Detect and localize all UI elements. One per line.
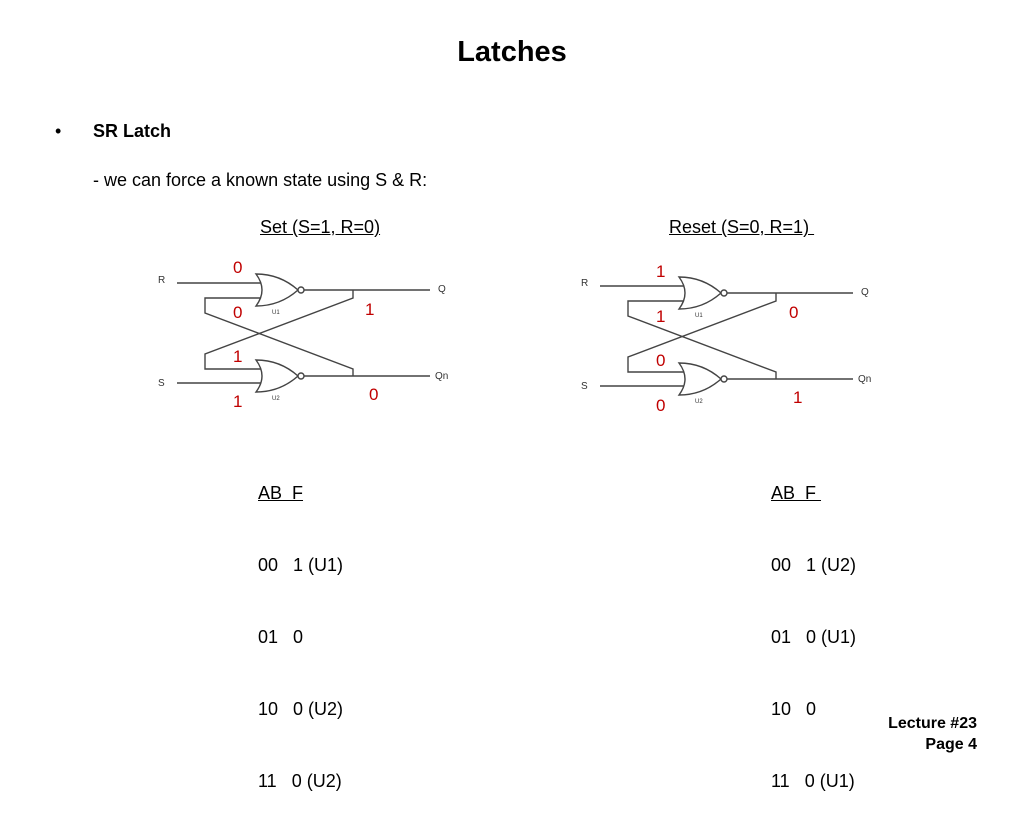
feedback-wire-u1 (627, 300, 777, 379)
set-truth-row: 00 1 (U1) (258, 555, 344, 575)
feedback-wire-u2 (204, 290, 354, 370)
state-u2-feedback: 0 (656, 351, 665, 370)
state-q-output: 1 (365, 300, 374, 319)
state-r-input: 1 (656, 262, 665, 281)
feedback-wire-u2 (627, 293, 777, 373)
nor-gate-u2 (677, 362, 723, 396)
nor-bubble-u1 (297, 286, 305, 294)
lecture-number: Lecture #23 (888, 715, 977, 732)
reset-truth-header: AB F (771, 483, 822, 503)
nor-gate-u2 (254, 359, 300, 393)
state-s-input: 0 (656, 396, 665, 415)
section-heading: SR Latch (93, 121, 172, 141)
r-pin-label: R (581, 278, 588, 289)
set-truth-row: 01 0 (258, 627, 304, 647)
gate-label-u2: U2 (272, 396, 280, 402)
reset-truth-table: AB F 00 1 (U2) 01 0 (U1) 10 0 11 0 (U1) (771, 433, 856, 817)
q-pin-label: Q (861, 287, 869, 298)
state-r-input: 0 (233, 258, 242, 277)
nor-bubble-u1 (720, 289, 728, 297)
reset-latch-diagram: R S Q Qn U1 U2 1 1 0 0 0 1 (581, 262, 871, 415)
reset-truth-row: 00 1 (U2) (771, 555, 857, 575)
s-pin-label: S (158, 378, 165, 389)
nor-gate-u1 (254, 273, 300, 307)
qn-pin-label: Qn (435, 371, 448, 382)
gate-label-u1: U1 (272, 310, 280, 316)
state-u1-feedback: 0 (233, 303, 242, 322)
gate-label-u1: U1 (695, 313, 703, 319)
r-pin-label: R (158, 275, 165, 286)
nor-bubble-u2 (297, 372, 305, 380)
reset-caption: Reset (S=0, R=1) (669, 217, 815, 237)
feedback-wire-u1 (204, 297, 354, 376)
gate-label-u2: U2 (695, 399, 703, 405)
set-truth-table: AB F 00 1 (U1) 01 0 10 0 (U2) 11 0 (U2) (258, 433, 343, 817)
page-number: Page 4 (925, 736, 977, 753)
state-qn-output: 1 (793, 388, 802, 407)
state-u2-feedback: 1 (233, 347, 242, 366)
state-u1-feedback: 1 (656, 307, 665, 326)
state-qn-output: 0 (369, 385, 378, 404)
reset-truth-row: 01 0 (U1) (771, 627, 857, 647)
set-truth-row: 11 0 (U2) (258, 771, 342, 791)
slide-footer: Lecture #23 Page 4 (888, 713, 977, 755)
s-pin-label: S (581, 381, 588, 392)
set-caption: Set (S=1, R=0) (260, 217, 381, 237)
qn-pin-label: Qn (858, 374, 871, 385)
set-latch-diagram: R S Q Qn U1 U2 0 0 1 1 1 0 (158, 258, 448, 411)
reset-truth-row: 11 0 (U1) (771, 771, 855, 791)
q-pin-label: Q (438, 284, 446, 295)
set-truth-row: 10 0 (U2) (258, 699, 344, 719)
section-subtext: - we can force a known state using S & R… (93, 170, 428, 190)
state-s-input: 1 (233, 392, 242, 411)
reset-truth-row: 10 0 (771, 699, 817, 719)
nor-bubble-u2 (720, 375, 728, 383)
set-truth-header: AB F (258, 483, 304, 503)
state-q-output: 0 (789, 303, 798, 322)
slide-title: Latches (457, 36, 567, 68)
nor-gate-u1 (677, 276, 723, 310)
bullet-marker: • (55, 121, 62, 141)
